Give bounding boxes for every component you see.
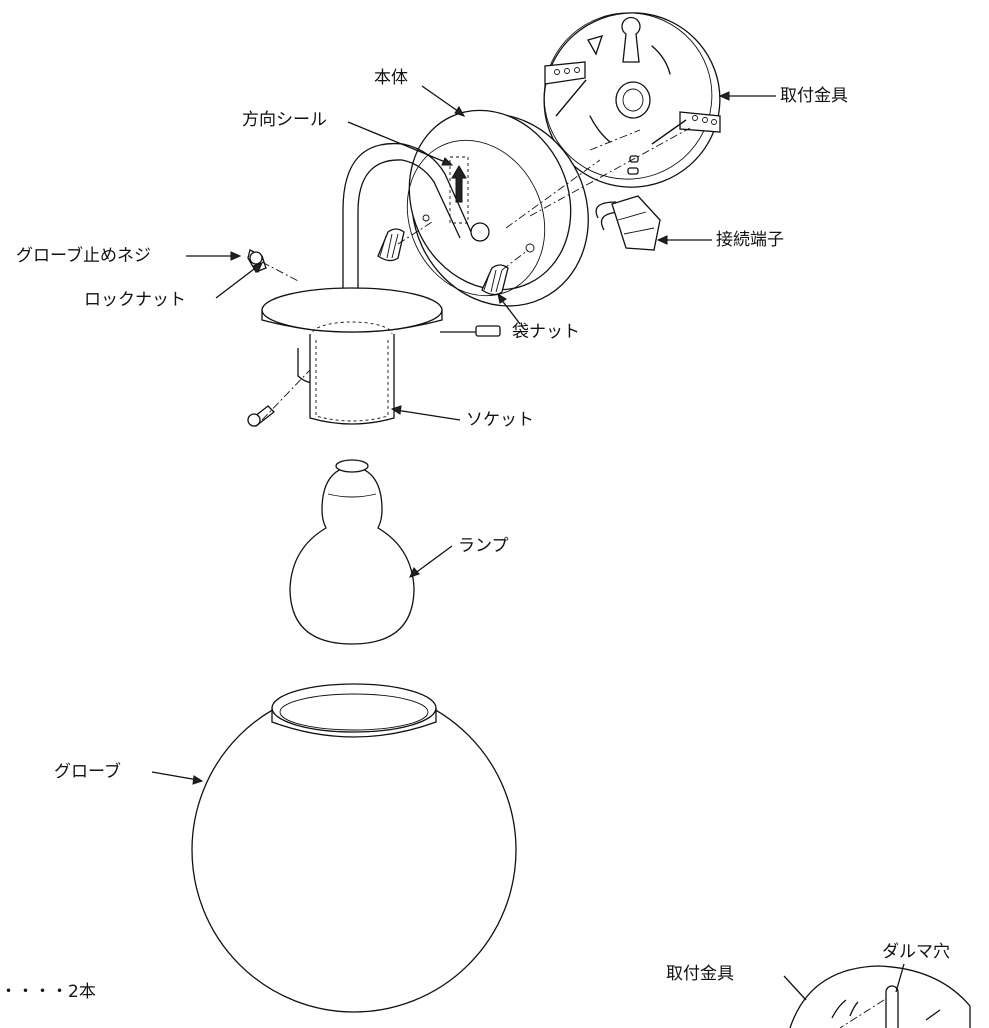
axis-line-2 xyxy=(589,129,641,151)
leader-houkou-seal xyxy=(347,121,454,166)
axis-line-4 xyxy=(397,221,433,245)
leader-lock-nut xyxy=(215,262,263,299)
label-daruma-ana: ダルマ穴 xyxy=(882,942,950,962)
axis-line-3 xyxy=(529,127,691,217)
terminal-block xyxy=(595,195,661,251)
cap-nut-lower xyxy=(481,264,509,296)
label-fukuro-nut: 袋ナット xyxy=(512,322,580,342)
lamp-bulb xyxy=(289,459,415,645)
globe-sphere xyxy=(191,683,517,1013)
cap-nut-side xyxy=(440,325,501,337)
label-globe: グローブ xyxy=(54,762,121,782)
leader-hontai xyxy=(421,85,466,117)
leader-setsuzoku-tanshi xyxy=(656,235,712,245)
axis-line-6 xyxy=(261,261,301,283)
leader-socket xyxy=(390,405,461,421)
leader-daruma-ana xyxy=(895,963,905,993)
mounting-bracket xyxy=(543,12,721,188)
globe-screw-upper xyxy=(247,249,267,273)
socket xyxy=(309,334,395,425)
canopy-body xyxy=(406,109,589,307)
axis-line-5 xyxy=(501,249,529,271)
leader-globe-tome-neji xyxy=(186,251,242,261)
label-lock-nut: ロックナット xyxy=(84,290,186,310)
axis-line-8 xyxy=(839,999,885,1028)
globe-screw-lower xyxy=(247,405,275,427)
leader-fukuro-nut xyxy=(497,292,521,325)
label-socket: ソケット xyxy=(466,410,534,430)
label-hontai: 本体 xyxy=(374,68,408,88)
label-toritsuke-kanagu-detail: 取付金具 xyxy=(666,964,734,984)
leader-lamp xyxy=(409,545,453,578)
leader-globe xyxy=(151,771,204,785)
arm-pipe xyxy=(342,142,472,308)
label-setsuzoku-tanshi: 接続端子 xyxy=(716,230,784,250)
leader-toritsuke-kanagu-detail xyxy=(783,975,807,1001)
detail-inset xyxy=(789,965,971,1028)
label-toritsuke-kanagu: 取付金具 xyxy=(780,86,848,106)
label-lamp: ランプ xyxy=(458,536,509,556)
label-globe-tome-neji: グローブ止めネジ xyxy=(16,246,151,266)
label-count-note: ・・・・2本 xyxy=(0,982,96,1002)
axis-line-1 xyxy=(505,159,601,229)
label-houkou-seal: 方向シール xyxy=(242,110,327,130)
axis-line-7 xyxy=(261,369,311,421)
leader-toritsuke-kanagu xyxy=(718,91,776,101)
cap-nut-upper xyxy=(377,228,405,262)
